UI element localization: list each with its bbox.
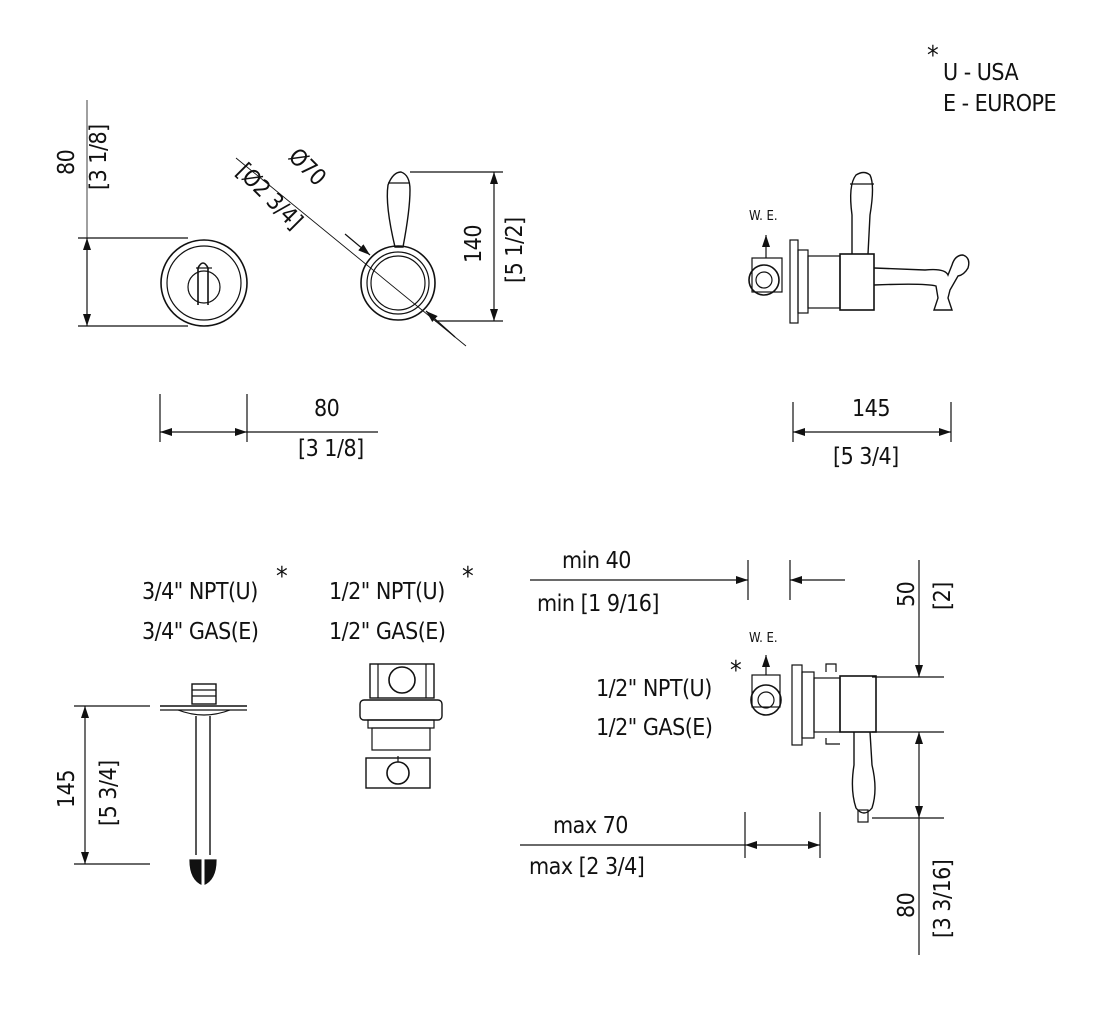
rosette-width-in: [3 1/8] (298, 436, 364, 462)
rosette-height-mm: 80 (54, 149, 80, 175)
spout-asterisk: * (276, 562, 288, 592)
mixer-installation-view (520, 560, 944, 955)
spout-part (74, 683, 247, 887)
bottom-offset-in: [3 3/16] (930, 859, 956, 938)
top-offset-mm: 50 (894, 581, 920, 607)
mixer-thread-npt: 1/2" NPT(U) (596, 676, 712, 702)
legend-usa: U - USA (943, 60, 1019, 86)
valve-asterisk: * (462, 562, 474, 592)
valve-body-part (359, 663, 443, 789)
water-entry-label-2: W. E. (749, 631, 778, 646)
bottom-offset-mm: 80 (894, 892, 920, 918)
width-dimension (159, 394, 378, 442)
valve-thread-gas: 1/2" GAS(E) (329, 619, 446, 645)
max-depth-in: max [2 3/4] (529, 854, 645, 880)
top-offset-in: [2] (930, 582, 956, 610)
spout-thread-gas: 3/4" GAS(E) (142, 619, 259, 645)
spout-length-mm: 145 (54, 770, 80, 808)
handle-height-in: [5 1/2] (502, 217, 528, 283)
valve-thread-npt: 1/2" NPT(U) (329, 579, 445, 605)
max-depth-mm: max 70 (553, 813, 628, 839)
mixer-asterisk: * (730, 656, 742, 686)
water-entry-label: W. E. (749, 209, 778, 224)
legend-asterisk: * (927, 41, 939, 71)
rosette-height-in: [3 1/8] (86, 124, 112, 190)
rosette-front-view (78, 100, 248, 327)
rosette-width-mm: 80 (314, 396, 340, 422)
handle-front-view (235, 157, 503, 347)
mixer-depth-mm: 145 (852, 396, 891, 422)
mixer-thread-gas: 1/2" GAS(E) (596, 715, 713, 741)
min-depth-mm: min 40 (562, 548, 631, 574)
legend-europe: E - EUROPE (943, 91, 1057, 117)
min-depth-in: min [1 9/16] (537, 591, 659, 617)
spout-thread-npt: 3/4" NPT(U) (142, 579, 258, 605)
handle-height-mm: 140 (461, 225, 487, 263)
spout-length-in: [5 3/4] (96, 760, 122, 826)
mixer-side-view (748, 171, 970, 442)
mixer-depth-in: [5 3/4] (833, 444, 899, 470)
